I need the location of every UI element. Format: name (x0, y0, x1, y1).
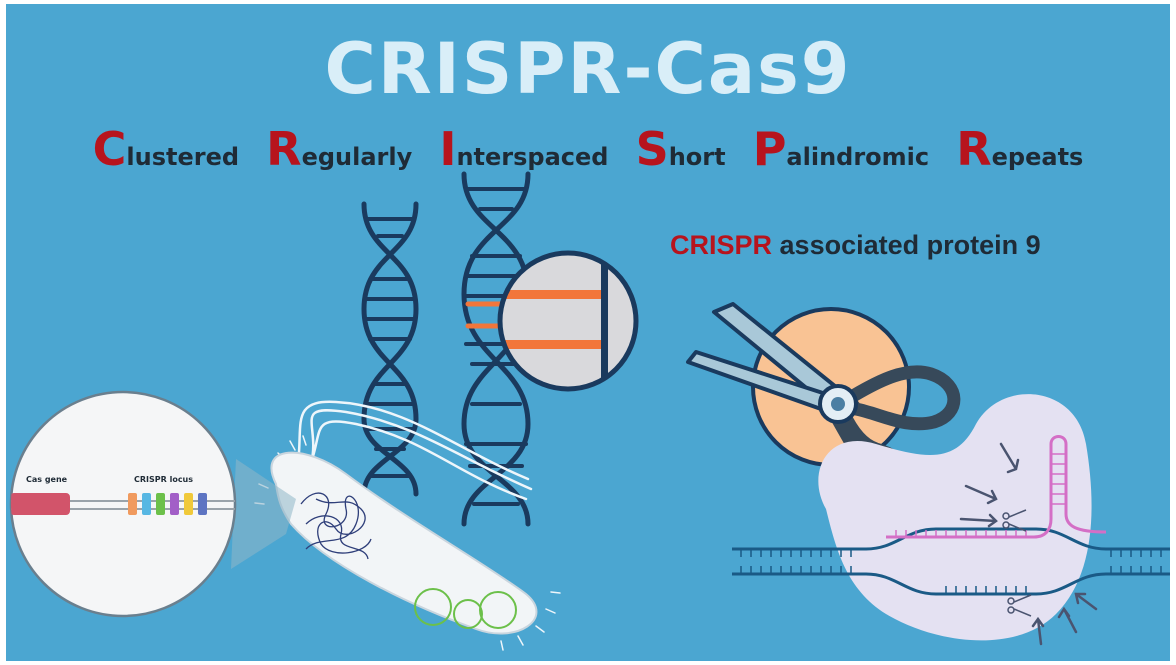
acronym-rest: epeats (991, 143, 1084, 171)
cas9-protein-icon (732, 394, 1170, 646)
subtitle: CRISPR associated protein 9 (670, 230, 1041, 261)
scissors-icon (686, 302, 961, 513)
acronym-word: Repeats (956, 126, 1083, 172)
dna-helix-icon (361, 201, 419, 497)
acronym-initial: P (752, 122, 787, 176)
genome-inset: Cas gene CRISPR locus (9, 390, 237, 618)
zoom-cone (231, 459, 296, 569)
bacterium-icon (254, 400, 561, 651)
page-title: CRISPR-Cas9 (324, 28, 852, 110)
acronym-rest: hort (668, 143, 726, 171)
acronym-word: Palindromic (753, 126, 929, 172)
acronym-rest: alindromic (786, 143, 930, 171)
subtitle-highlight: CRISPR (670, 230, 773, 260)
acronym-rest: nterspaced (456, 143, 609, 171)
acronym-word: Regularly (266, 126, 412, 172)
acronym-initial: I (439, 122, 457, 176)
acronym-rest: lustered (126, 143, 240, 171)
subtitle-rest: associated protein 9 (779, 230, 1041, 260)
cas-gene-label: Cas gene (26, 475, 68, 484)
magnifier-icon (497, 250, 639, 392)
acronym-word: Clustered (93, 126, 239, 172)
illustration: Cas gene CRISPR locus (6, 4, 1170, 661)
crispr-locus-label: CRISPR locus (134, 475, 193, 484)
acronym-initial: C (92, 122, 127, 176)
acronym-initial: R (956, 122, 992, 176)
acronym-word: Interspaced (439, 126, 608, 172)
acronym-word: Short (636, 126, 726, 172)
acronym-line: Clustered Regularly Interspaced Short Pa… (6, 126, 1170, 172)
graphics-layer: Cas gene CRISPR locus (9, 171, 1170, 651)
acronym-rest: egularly (301, 143, 413, 171)
acronym-initial: S (635, 122, 669, 176)
acronym-initial: R (266, 122, 302, 176)
